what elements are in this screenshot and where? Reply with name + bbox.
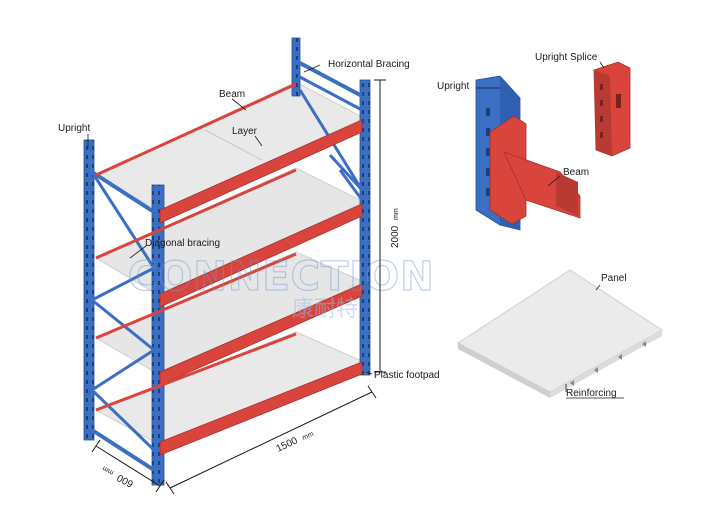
label-reinforcing: Reinforcing: [566, 388, 617, 399]
detail-upright-splice: Upright Splice: [535, 52, 631, 157]
detail-panel: Panel Reinforcing: [457, 269, 663, 399]
label-horizontal-bracing: Horizontal Bracing: [328, 59, 410, 70]
label-upright-detail: Upright: [437, 81, 469, 92]
beam-4-front: [159, 361, 363, 456]
label-diagonal-bracing: Diagonal bracing: [145, 238, 220, 249]
upright-left-back: [83, 139, 95, 441]
label-beam: Beam: [219, 89, 245, 100]
beams: [95, 82, 363, 456]
label-plastic-footpad: Plastic footpad: [374, 370, 440, 381]
label-beam-detail: Beam: [563, 167, 589, 178]
watermark-text: CONNECTION: [128, 254, 435, 300]
label-upright: Upright: [58, 123, 90, 134]
label-panel: Panel: [601, 273, 627, 284]
beam-top-front: [159, 119, 363, 224]
detail-upright-beam: Upright Beam: [437, 75, 589, 231]
depth-value: 600: [115, 471, 135, 489]
svg-text:2000 mm: 2000 mm: [390, 208, 401, 248]
callouts-rack: Upright Beam Layer Horizontal Bracing Di…: [58, 59, 440, 381]
label-upright-splice: Upright Splice: [535, 52, 598, 63]
height-value: 2000: [390, 225, 401, 248]
length-value: 1500: [275, 435, 300, 455]
length-unit: mm: [301, 431, 315, 442]
label-layer: Layer: [232, 126, 258, 137]
beam-2-front: [159, 203, 363, 308]
beam-3-front: [159, 283, 363, 386]
dimension-height: 2000 mm: [374, 79, 401, 373]
height-unit: mm: [393, 208, 400, 220]
watermark-subtext: 康耐特: [292, 297, 358, 322]
svg-text:1500 mm: 1500 mm: [275, 428, 316, 455]
watermark: CONNECTION 康耐特: [127, 253, 435, 322]
depth-unit: mm: [101, 464, 115, 476]
upright-frame-left: [83, 139, 165, 486]
